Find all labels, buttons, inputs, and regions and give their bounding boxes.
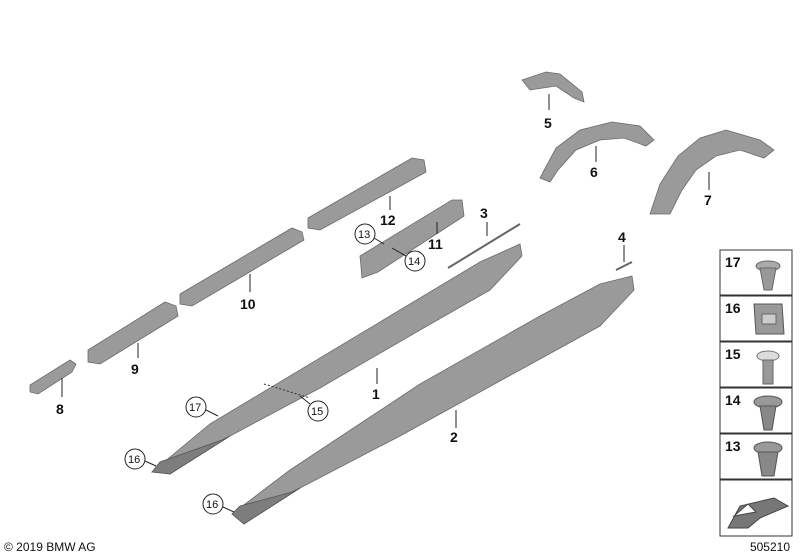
clip-17-icon (755, 260, 781, 291)
part-3-strip: 3 (447, 205, 521, 269)
callout-17: 17 (185, 396, 219, 418)
callout-13: 13 (354, 223, 385, 245)
label-8: 8 (56, 401, 64, 417)
part-11-bracket: 11 (359, 199, 465, 279)
clip-15-icon (756, 350, 780, 385)
part-10-rail: 10 (179, 227, 305, 312)
legend-cell-15 (719, 341, 793, 388)
part-1-side-sill: 1 (151, 243, 523, 475)
part-4-strip: 4 (615, 229, 633, 271)
legend-label-14: 14 (725, 392, 741, 408)
callout-16a-label: 16 (128, 454, 140, 466)
label-5: 5 (544, 115, 552, 131)
label-12: 12 (380, 212, 396, 228)
callout-14-label: 14 (408, 256, 420, 268)
legend-label-16: 16 (725, 300, 741, 316)
part-7-arch-trim: 7 (649, 129, 775, 215)
copyright-notice: © 2019 BMW AG (4, 540, 96, 554)
legend-label-15: 15 (725, 346, 741, 362)
part-12-rail: 12 (307, 157, 427, 231)
part-9-rail: 9 (87, 301, 179, 377)
part-8-bracket: 8 (29, 359, 77, 417)
callout-16-upper: 16 (124, 448, 157, 470)
label-4: 4 (618, 229, 626, 245)
callout-14: 14 (391, 247, 426, 272)
callout-16-lower: 16 (202, 493, 235, 515)
label-7: 7 (704, 192, 712, 208)
label-11: 11 (428, 236, 443, 252)
callout-15: 15 (299, 395, 329, 422)
orientation-arrow-icon (727, 497, 790, 529)
label-3: 3 (480, 205, 488, 221)
callout-16b-label: 16 (206, 499, 218, 511)
clip-16-icon (753, 303, 785, 335)
callout-17-label: 17 (189, 402, 201, 414)
label-9: 9 (131, 361, 139, 377)
part-5-bracket: 5 (521, 71, 585, 131)
label-1: 1 (372, 386, 380, 402)
legend-cell-14 (719, 387, 793, 434)
clip-13-icon (753, 441, 783, 477)
legend-label-17: 17 (725, 254, 741, 270)
part-2-side-sill: 2 (231, 275, 635, 525)
label-10: 10 (240, 296, 256, 312)
legend-label-13: 13 (725, 438, 741, 454)
clip-14-icon (753, 395, 783, 431)
fastener-legend: 17 16 15 14 13 (719, 249, 793, 537)
label-2: 2 (450, 429, 458, 445)
legend-cell-13 (719, 433, 793, 480)
diagram-number: 505210 (749, 540, 790, 554)
part-6-arch-trim: 6 (539, 121, 655, 183)
callout-15-label: 15 (311, 406, 323, 418)
legend-cell-17 (719, 249, 793, 296)
callout-13-label: 13 (358, 229, 370, 241)
label-6: 6 (590, 164, 598, 180)
